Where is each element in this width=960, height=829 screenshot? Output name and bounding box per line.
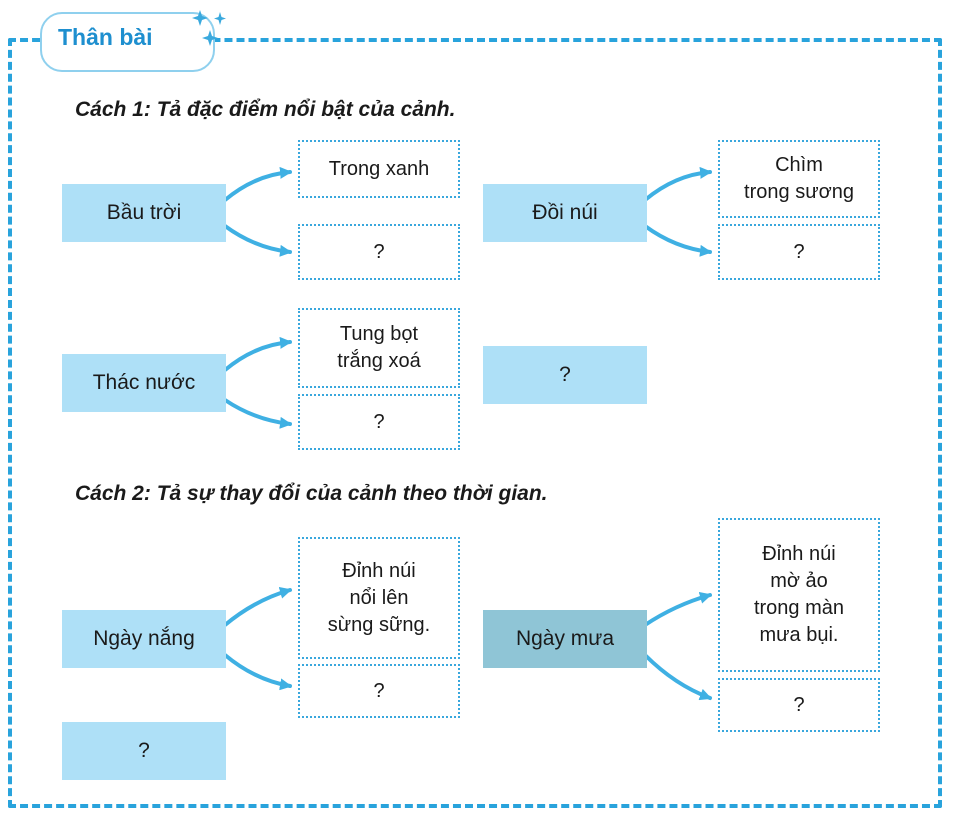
target-dinh-nui-noi-len: Đỉnh núi nổi lên sừng sững. <box>298 537 460 659</box>
source-ngay-nang: Ngày nắng <box>62 610 226 668</box>
source-label: ? <box>559 363 571 386</box>
source-label: Ngày nắng <box>93 627 195 650</box>
method-2-heading: Cách 2: Tả sự thay đổi của cảnh theo thờ… <box>75 482 548 505</box>
source-label: Thác nước <box>92 371 196 394</box>
sparkle-icon <box>192 10 226 46</box>
target-blank: ? <box>718 678 880 732</box>
source-blank-1: ? <box>483 346 647 404</box>
method-1-heading: Cách 1: Tả đặc điểm nổi bật của cảnh. <box>75 98 456 121</box>
source-label: ? <box>138 739 150 762</box>
target-trong-xanh: Trong xanh <box>298 140 460 198</box>
target-blank: ? <box>298 394 460 450</box>
source-thac-nuoc: Thác nước <box>62 354 226 412</box>
target-tung-bot-trang-xoa: Tung bọt trắng xoá <box>298 308 460 388</box>
section-tab <box>40 12 215 72</box>
target-chim-trong-suong: Chìm trong sương <box>718 140 880 218</box>
section-tab-label: Thân bài <box>58 24 153 50</box>
target-blank: ? <box>718 224 880 280</box>
target-blank: ? <box>298 664 460 718</box>
source-label: Đồi núi <box>532 201 598 224</box>
content-frame <box>8 38 942 808</box>
source-blank-2: ? <box>62 722 226 780</box>
target-blank: ? <box>298 224 460 280</box>
source-label: Bầu trời <box>106 201 182 224</box>
source-bau-troi: Bầu trời <box>62 184 226 242</box>
source-ngay-mua: Ngày mưa <box>483 610 647 668</box>
source-doi-nui: Đồi núi <box>483 184 647 242</box>
target-dinh-nui-mo-ao: Đỉnh núi mờ ảo trong màn mưa bụi. <box>718 518 880 672</box>
source-label: Ngày mưa <box>515 627 615 650</box>
